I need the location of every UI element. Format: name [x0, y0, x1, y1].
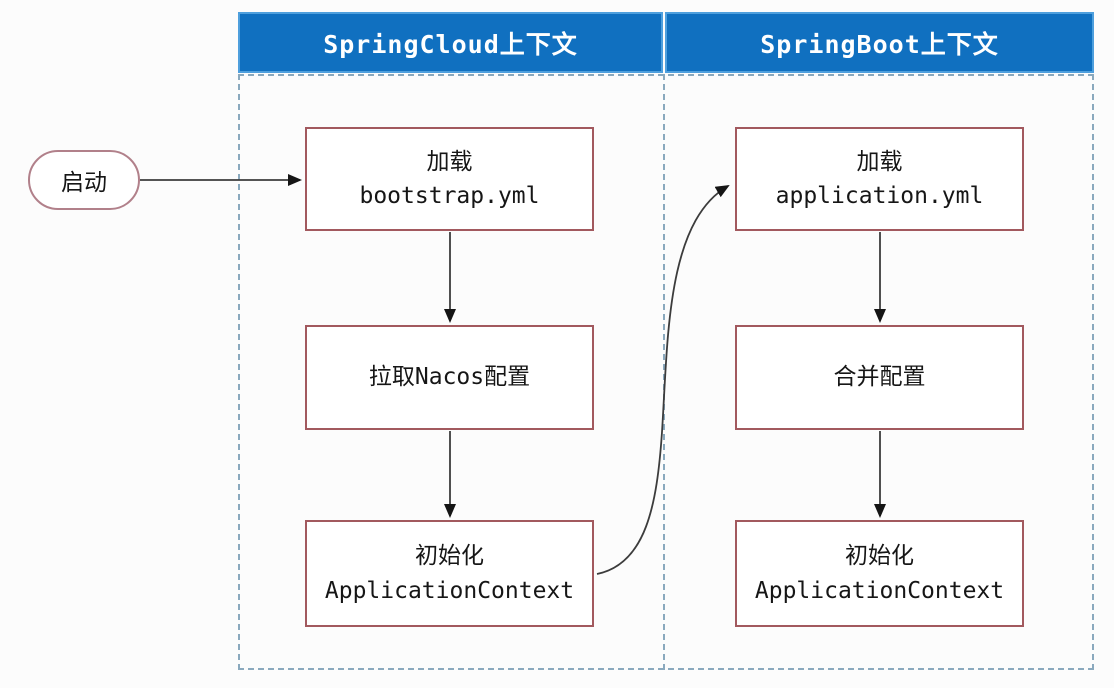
node-label-line: 加载 [856, 148, 903, 175]
node-boot-load-application: 加载 application.yml [735, 127, 1024, 231]
node-label-line: 拉取Nacos配置 [368, 364, 531, 391]
context-container [238, 74, 1094, 670]
node-label-line: ApplicationContext [324, 577, 575, 604]
node-label-line: ApplicationContext [754, 577, 1005, 604]
node-cloud-load-bootstrap: 加载 bootstrap.yml [305, 127, 594, 231]
node-boot-init-context: 初始化 ApplicationContext [735, 520, 1024, 627]
start-node: 启动 [28, 150, 140, 210]
node-cloud-init-context: 初始化 ApplicationContext [305, 520, 594, 627]
node-label-line: 合并配置 [833, 364, 926, 391]
node-boot-merge-config: 合并配置 [735, 325, 1024, 430]
node-label-line: application.yml [775, 183, 984, 209]
start-node-label: 启动 [61, 170, 107, 196]
node-label-line: bootstrap.yml [359, 183, 540, 209]
column-divider [663, 74, 665, 670]
node-cloud-pull-nacos: 拉取Nacos配置 [305, 325, 594, 430]
node-label-line: 加载 [426, 148, 473, 175]
column-header-springcloud: SpringCloud上下文 [238, 12, 663, 73]
column-header-springboot: SpringBoot上下文 [665, 12, 1094, 73]
node-label-line: 初始化 [415, 543, 484, 569]
node-label-line: 初始化 [845, 543, 914, 569]
